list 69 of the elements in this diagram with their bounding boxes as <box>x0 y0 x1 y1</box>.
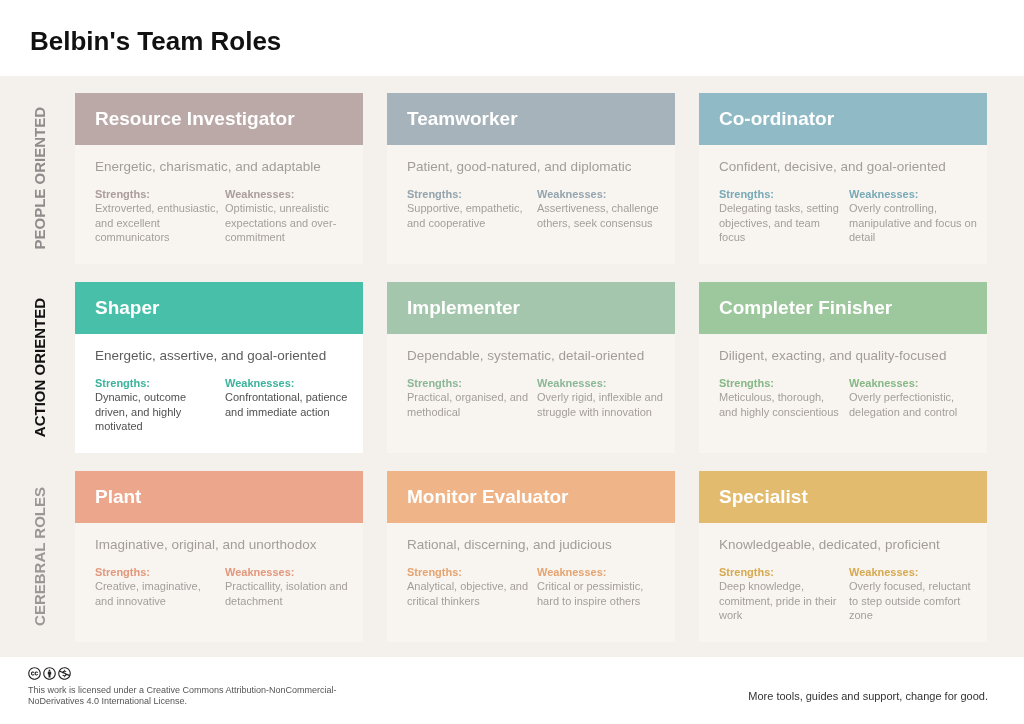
weaknesses-heading: Weaknesses: <box>225 565 296 579</box>
weaknesses-text: Critical or pessimistic, hard to inspire others <box>537 579 645 608</box>
row-label: CEREBRAL ROLES <box>31 487 49 626</box>
weaknesses-text: Overly rigid, inflexible and struggle with innovation <box>537 390 664 419</box>
role-card <box>75 471 363 642</box>
strengths-text: Practical, organised, and methodical <box>407 390 530 419</box>
license-text: This work is licensed under a Creative Commons Attribution-NonCommercial-NoDerivatives 4.0 International License. <box>28 685 338 707</box>
role-title: Monitor Evaluator <box>407 485 569 509</box>
strengths-text: Supportive, empathetic, and cooperative <box>407 201 524 230</box>
strengths-text: Creative, imaginative, and innovative <box>95 579 202 608</box>
weaknesses-heading: Weaknesses: <box>225 376 296 390</box>
role-tagline: Energetic, assertive, and goal-oriented <box>95 347 328 365</box>
strengths-heading: Strengths: <box>719 187 775 201</box>
page-title: Belbin's Team Roles <box>30 25 282 58</box>
role-title: Plant <box>95 485 142 509</box>
row-label: PEOPLE ORIENTED <box>31 107 49 250</box>
weaknesses-heading: Weaknesses: <box>849 187 920 201</box>
weaknesses-heading: Weaknesses: <box>849 565 920 579</box>
role-card <box>387 93 675 264</box>
row-label: ACTION ORIENTED <box>31 297 49 438</box>
weaknesses-text: Overly focused, reluctant to step outside comfort zone <box>849 579 972 623</box>
strengths-text: Extroverted, enthusiastic, and excellent communicators <box>95 201 220 245</box>
weaknesses-heading: Weaknesses: <box>849 376 920 390</box>
role-card <box>699 282 987 453</box>
role-title: Shaper <box>95 296 160 320</box>
role-tagline: Knowledgeable, dedicated, proficient <box>719 536 941 554</box>
role-card <box>699 93 987 264</box>
strengths-text: Meticulous, thorough, and highly conscientious <box>719 390 840 419</box>
role-tagline: Rational, discerning, and judicious <box>407 536 613 554</box>
weaknesses-heading: Weaknesses: <box>225 187 296 201</box>
strengths-heading: Strengths: <box>95 376 151 390</box>
role-tagline: Dependable, systematic, detail-oriented <box>407 347 646 365</box>
role-title: Implementer <box>407 296 520 320</box>
weaknesses-heading: Weaknesses: <box>537 187 608 201</box>
role-tagline: Imaginative, original, and unorthodox <box>95 536 318 554</box>
strengths-text: Dynamic, outcome driven, and highly motivated <box>95 390 188 434</box>
strengths-heading: Strengths: <box>407 376 463 390</box>
weaknesses-text: Confrontational, patience and immediate action <box>225 390 349 419</box>
weaknesses-heading: Weaknesses: <box>537 376 608 390</box>
weaknesses-text: Practicallity, isolation and detachment <box>225 579 349 608</box>
strengths-heading: Strengths: <box>407 565 463 579</box>
strengths-heading: Strengths: <box>95 187 151 201</box>
strengths-heading: Strengths: <box>407 187 463 201</box>
role-tagline: Diligent, exacting, and quality-focused <box>719 347 948 365</box>
strengths-text: Analytical, objective, and critical thinkers <box>407 579 530 608</box>
role-title: Co-ordinator <box>719 107 835 131</box>
role-title: Completer Finisher <box>719 296 893 320</box>
role-card <box>699 471 987 642</box>
weaknesses-text: Overly perfectionistic, delegation and control <box>849 390 959 419</box>
role-title: Resource Investigator <box>95 107 295 131</box>
strengths-heading: Strengths: <box>719 565 775 579</box>
role-card <box>75 93 363 264</box>
strengths-text: Deep knowledge, comitment, pride in their work <box>719 579 838 623</box>
role-tagline: Energetic, charismatic, and adaptable <box>95 158 322 176</box>
role-tagline: Patient, good-natured, and diplomatic <box>407 158 633 176</box>
weaknesses-heading: Weaknesses: <box>537 565 608 579</box>
role-tagline: Confident, decisive, and goal-oriented <box>719 158 947 176</box>
role-title: Specialist <box>719 485 808 509</box>
role-title: Teamworker <box>407 107 518 131</box>
role-card <box>387 282 675 453</box>
footer-note: More tools, guides and support, change for good. <box>748 689 988 703</box>
strengths-heading: Strengths: <box>719 376 775 390</box>
weaknesses-text: Optimistic, unrealistic expectations and over-commitment <box>225 201 338 245</box>
role-card <box>387 471 675 642</box>
weaknesses-text: Overly controlling, manipulative and focus on detail <box>849 201 977 245</box>
strengths-text: Delegating tasks, setting objectives, and team focus <box>719 201 840 245</box>
role-card <box>75 282 363 453</box>
strengths-heading: Strengths: <box>95 565 151 579</box>
weaknesses-text: Assertiveness, challenge others, seek consensus <box>537 201 660 230</box>
